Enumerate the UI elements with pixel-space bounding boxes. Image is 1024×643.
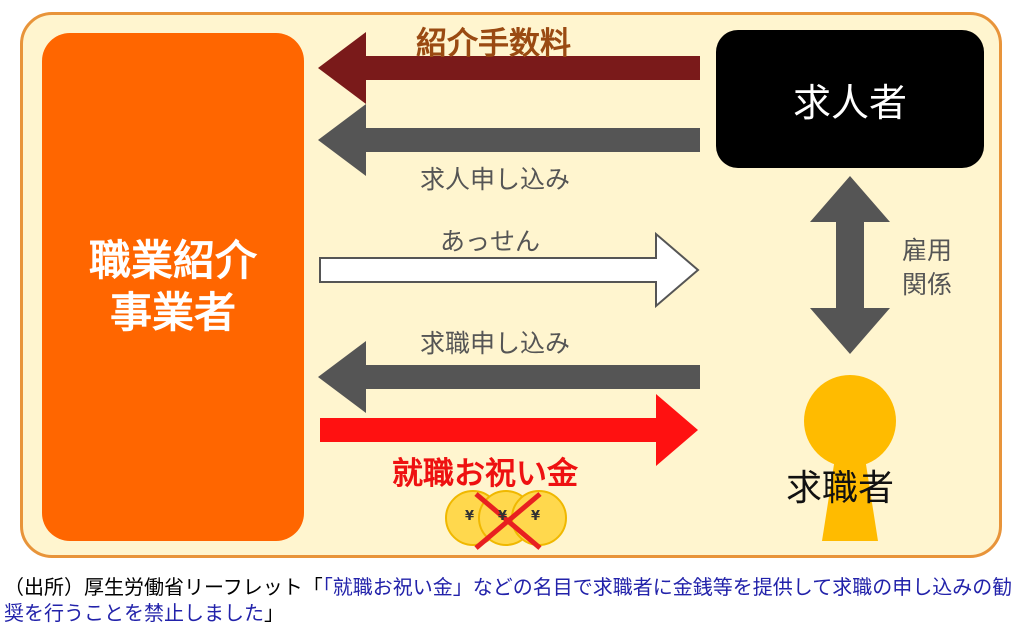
footnote-link[interactable]: 「就職お祝い金」などの名目で求職者に金銭等を提供して求職の申し込みの勧奨を行うこ…	[4, 575, 1013, 625]
employment-relation-arrow	[810, 176, 890, 354]
fee-arrow	[318, 32, 700, 104]
placement-agency-label: 職業紹介 事業者	[88, 235, 257, 338]
bonus-arrow	[320, 394, 698, 466]
seeker-application-arrow	[318, 341, 700, 413]
fee-label: 紹介手数料	[416, 26, 571, 62]
job-application-arrow	[318, 104, 700, 176]
job-seeker-head	[804, 375, 896, 467]
mediation-arrow	[319, 231, 700, 309]
bonus-label: 就職お祝い金	[392, 456, 578, 492]
mediation-label: あっせん	[440, 227, 541, 256]
coin-1-symbol: ¥	[465, 509, 475, 524]
footnote-prefix: （出所）厚生労働省リーフレット「	[4, 575, 323, 599]
employer-box: 求人者	[716, 30, 984, 168]
coin-3-symbol: ¥	[531, 509, 541, 524]
placement-agency-box: 職業紹介 事業者	[42, 33, 304, 541]
coin-2-symbol: ¥	[498, 509, 508, 524]
seeker-application-label: 求職申し込み	[420, 329, 571, 358]
job-seeker-body	[822, 458, 878, 541]
employer-label: 求人者	[792, 80, 907, 125]
footnote-suffix: 」	[264, 601, 284, 625]
job-application-label: 求人申し込み	[420, 165, 571, 194]
job-seeker-label: 求職者	[786, 468, 895, 509]
source-footnote: （出所）厚生労働省リーフレット「「就職お祝い金」などの名目で求職者に金銭等を提供…	[4, 574, 1016, 626]
employment-relation-label: 雇用 関係	[902, 236, 953, 299]
cross-mark-b	[474, 492, 542, 550]
